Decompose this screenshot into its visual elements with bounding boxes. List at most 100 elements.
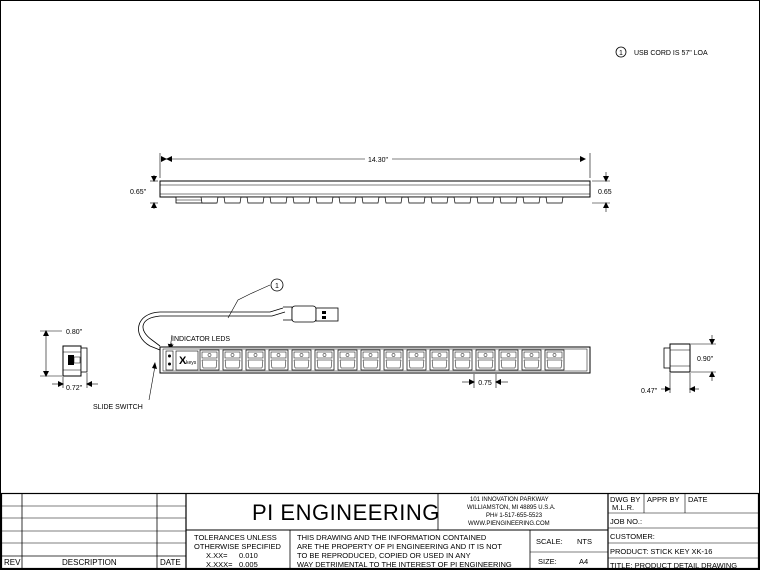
tolerance-title2: OTHERWISE SPECIFIED xyxy=(194,542,281,551)
logo-x: X xyxy=(179,355,187,367)
tolerance-xx-value: 0.010 xyxy=(239,551,258,560)
keycap xyxy=(544,349,565,371)
tolerance-xxx-value: 0.005 xyxy=(239,560,258,569)
legal-line3: TO BE REPRODUCED, COPIED OR USED IN ANY xyxy=(297,551,471,560)
keycap xyxy=(521,349,542,371)
top-keycap xyxy=(522,196,541,204)
keycap xyxy=(268,349,289,371)
top-view: 14.30" 0.65" 0.65 xyxy=(130,153,612,212)
keycap xyxy=(360,349,381,371)
keycap xyxy=(452,349,473,371)
keycap xyxy=(383,349,404,371)
slide-switch-leader xyxy=(148,365,156,401)
keycap xyxy=(245,349,266,371)
scale-value: NTS xyxy=(577,537,592,546)
left-width-label: 0.72" xyxy=(66,385,83,392)
indicator-leds-label: INDICATOR LEDS xyxy=(172,336,230,343)
customer-label: CUSTOMER: xyxy=(610,532,655,541)
logo-plate xyxy=(175,350,199,371)
keycap xyxy=(406,349,427,371)
keycap xyxy=(475,349,496,371)
top-keycap xyxy=(338,196,357,204)
phone: PH# 1-517-655-5523 xyxy=(486,513,543,519)
rev-header: REV xyxy=(4,558,21,567)
top-view-keycaps xyxy=(200,196,564,204)
top-keycap xyxy=(315,196,334,204)
top-keycap xyxy=(292,196,311,204)
top-keycap xyxy=(545,196,564,204)
left-side-usb-port xyxy=(68,355,74,365)
top-keycap xyxy=(453,196,472,204)
height-right-label: 0.65 xyxy=(598,189,612,196)
address-line2: WILLIAMSTON, MI 48895 U.S.A. xyxy=(467,505,556,511)
tolerance-title1: TOLERANCES UNLESS xyxy=(194,533,277,542)
usb-plug-body xyxy=(291,305,317,323)
date-header: DATE xyxy=(160,558,181,567)
tolerance-xxx-label: X.XXX= xyxy=(206,560,233,569)
keycap xyxy=(199,349,220,371)
usb-cable-upper xyxy=(142,311,286,347)
dwg-by-label: DWG BY xyxy=(610,495,641,504)
left-height-label: 0.80" xyxy=(66,329,83,336)
left-side-view: 0.80" 0.72" xyxy=(40,329,98,392)
front-view-keycaps xyxy=(199,349,565,371)
keycap xyxy=(291,349,312,371)
length-dimension-label: 14.30" xyxy=(368,157,389,164)
legal-line4: WAY DETRIMENTAL TO THE INTEREST OF PI EN… xyxy=(297,560,512,569)
size-value: A4 xyxy=(579,557,589,566)
job-no-label: JOB NO.: xyxy=(610,517,643,526)
keycap xyxy=(337,349,358,371)
slide-switch-label: SLIDE SWITCH xyxy=(93,404,143,411)
keycap xyxy=(222,349,243,371)
tolerance-xx-label: X.XX= xyxy=(206,551,228,560)
title-label: TITLE: PRODUCT DETAIL DRAWING xyxy=(610,561,738,570)
legal-line1: THIS DRAWING AND THE INFORMATION CONTAIN… xyxy=(297,533,487,542)
top-keycap xyxy=(200,196,219,204)
website: WWW.PIENGINEERING.COM xyxy=(468,521,550,527)
led-1 xyxy=(168,354,171,358)
description-header: DESCRIPTION xyxy=(62,558,117,567)
appr-date-label: DATE xyxy=(688,495,708,504)
legal-line2: ARE THE PROPERTY OF PI ENGINEERING AND I… xyxy=(297,542,502,551)
callout-circle xyxy=(270,278,284,292)
slide-switch xyxy=(165,350,174,371)
led-2 xyxy=(168,362,171,366)
keycap xyxy=(498,349,519,371)
top-keycap xyxy=(384,196,403,204)
title-block-grid xyxy=(0,492,760,570)
top-view-body xyxy=(159,180,591,198)
top-keycap xyxy=(246,196,265,204)
scale-label: SCALE: xyxy=(536,537,563,546)
top-keycap xyxy=(499,196,518,204)
usb-cable-lower xyxy=(138,307,284,351)
note-symbol-circle xyxy=(615,46,627,58)
company-name: PI ENGINEERING xyxy=(252,500,440,525)
top-keycap xyxy=(269,196,288,204)
top-keycap xyxy=(430,196,449,204)
size-label: SIZE: xyxy=(538,557,557,566)
top-keycap xyxy=(223,196,242,204)
right-width-label: 0.47" xyxy=(641,388,658,395)
note-symbol: 1 xyxy=(619,50,623,57)
usb-plug-connector xyxy=(315,307,339,322)
product-label: PRODUCT: STICK KEY XK-16 xyxy=(610,547,713,556)
height-left-label: 0.65" xyxy=(130,189,147,196)
address-line1: 101 INNOVATION PARKWAY xyxy=(470,497,549,503)
top-keycap xyxy=(407,196,426,204)
top-keycap xyxy=(476,196,495,204)
key-pitch-label: 0.75 xyxy=(478,380,492,387)
top-keycap xyxy=(361,196,380,204)
dwg-by-value: M.L.R. xyxy=(612,503,635,512)
right-side-view: 0.90" 0.47" xyxy=(641,335,716,395)
front-view: 1 INDICATOR LEDS X keys SLIDE SWITCH 0.7… xyxy=(93,278,591,411)
usb-cord-note: 1 USB CORD IS 57" LOA xyxy=(615,46,708,58)
keycap xyxy=(314,349,335,371)
appr-by-label: APPR BY xyxy=(647,495,680,504)
right-side-body xyxy=(669,343,691,373)
callout-symbol: 1 xyxy=(275,283,279,290)
keycap xyxy=(429,349,450,371)
logo-text: keys xyxy=(186,360,197,366)
note-text: USB CORD IS 57" LOA xyxy=(634,50,708,57)
